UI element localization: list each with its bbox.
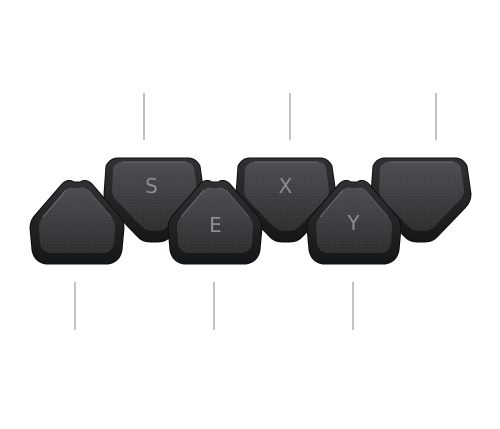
keycap-letter-e: E: [209, 213, 223, 237]
keycap-blank-left: [29, 179, 125, 265]
keycap-letter-x: X: [279, 174, 294, 198]
keycap-letter-s: S: [145, 174, 159, 198]
keycap-y: Y: [306, 179, 402, 265]
keycap-e: E: [167, 179, 263, 265]
keycap-letter-y: Y: [346, 211, 360, 235]
